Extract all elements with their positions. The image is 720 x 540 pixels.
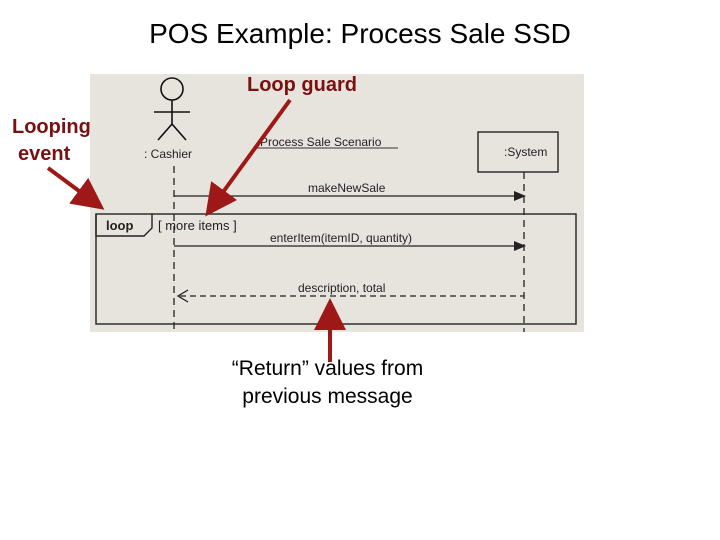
system-label: :System <box>504 145 547 159</box>
sequence-diagram-photo: : Cashier Process Sale Scenario :System … <box>90 74 584 332</box>
return-values-note: “Return” values from previous message <box>200 355 455 411</box>
loop-label: loop <box>106 218 133 233</box>
actor-label: : Cashier <box>144 147 192 161</box>
slide-title: POS Example: Process Sale SSD <box>149 18 571 49</box>
looping-event-arrow <box>46 166 105 210</box>
loop-frame-tab <box>95 214 153 237</box>
actor-figure <box>154 77 190 141</box>
return-note-line2: previous message <box>242 385 413 408</box>
looping-event-callout-line2: event <box>18 143 71 165</box>
loop-guard-arrow <box>205 98 292 217</box>
return-note-line1: “Return” values from <box>231 357 424 380</box>
msg-return-arrowhead <box>176 289 189 303</box>
looping-event-callout-line1: Looping <box>12 116 91 138</box>
system-box <box>477 131 559 173</box>
loop-guard-text: [ more items ] <box>158 218 237 233</box>
msg-return-label: description, total <box>298 281 385 295</box>
msg-make-new-sale-arrowhead <box>514 191 526 201</box>
frame-label: Process Sale Scenario <box>260 135 382 149</box>
msg-make-new-sale-label: makeNewSale <box>308 181 386 195</box>
loop-guard-callout: Loop guard <box>247 74 357 96</box>
msg-enter-item-label: enterItem(itemID, quantity) <box>270 231 412 245</box>
sequence-diagram: : Cashier Process Sale Scenario :System … <box>95 77 577 332</box>
msg-enter-item-arrowhead <box>514 241 526 251</box>
